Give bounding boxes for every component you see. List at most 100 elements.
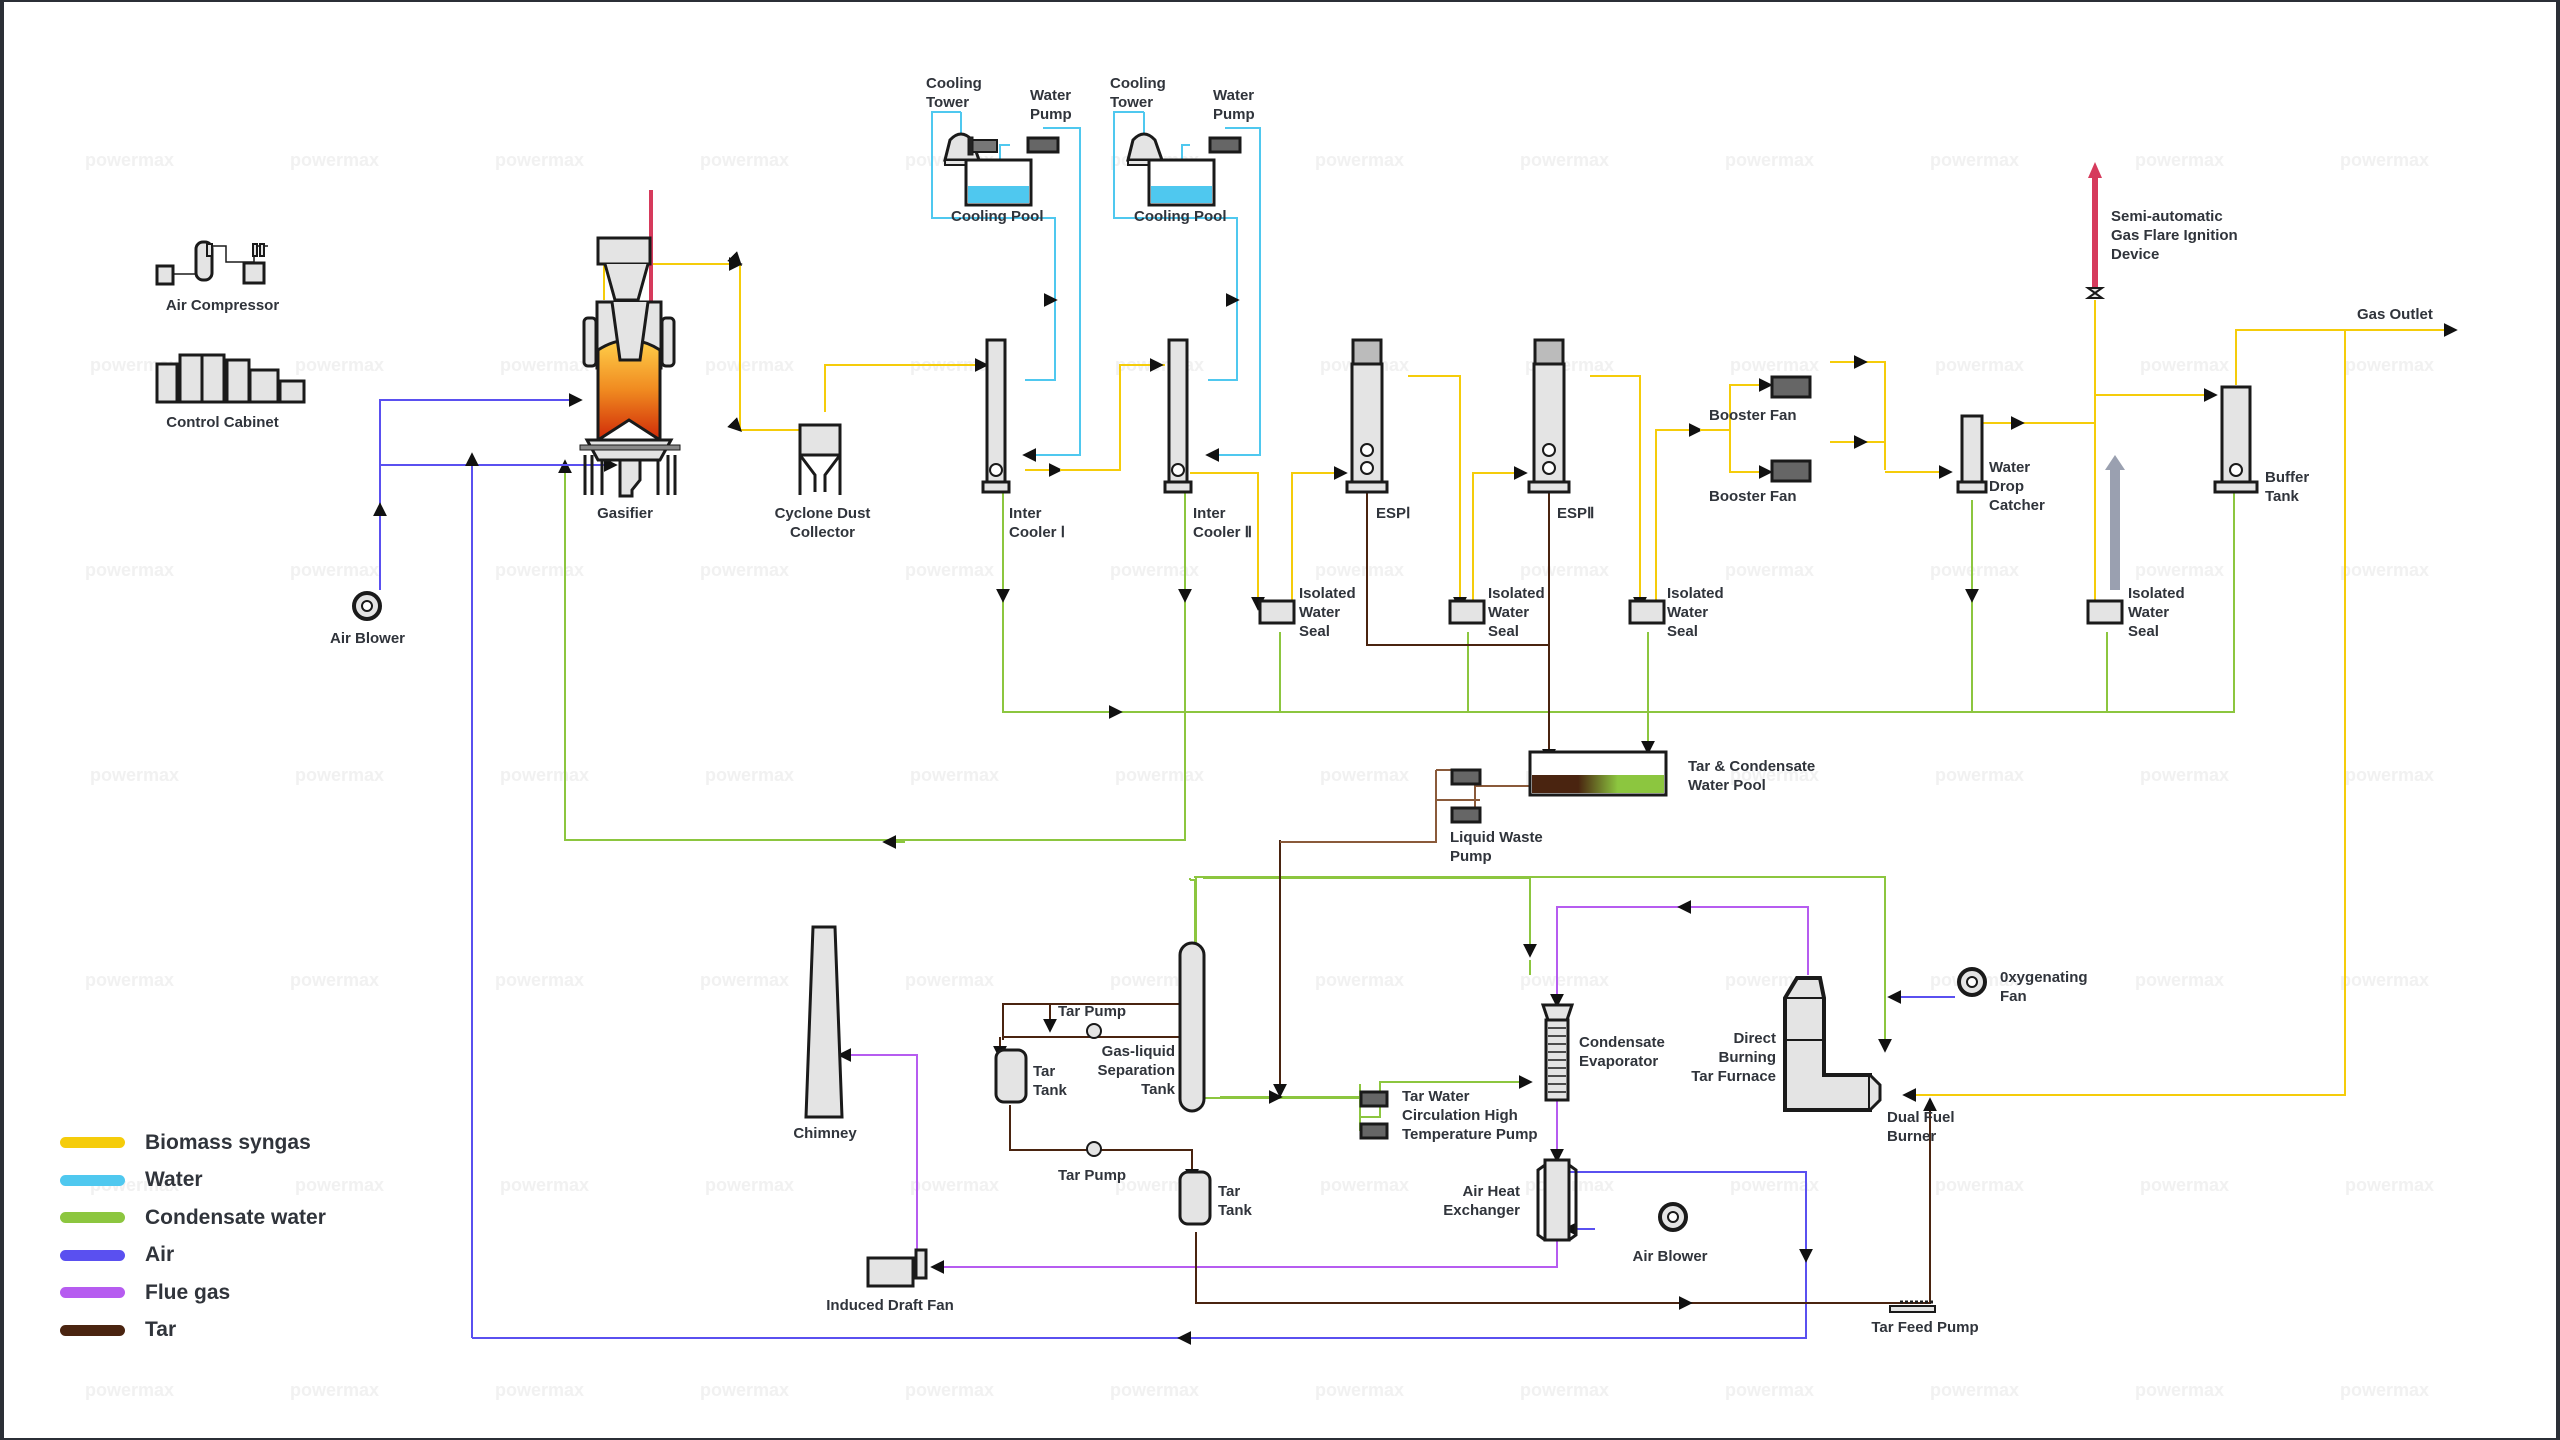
watermark: powermax — [2135, 1380, 2225, 1400]
watermark: powermax — [905, 970, 995, 990]
watermark: powermax — [1935, 1175, 2025, 1195]
legend-label: Air — [145, 1243, 175, 1267]
watermark: powermax — [295, 355, 385, 375]
tar-condensate-pool — [1528, 750, 1668, 797]
watermark: powermax — [2345, 1175, 2435, 1195]
watermark: powermax — [85, 1380, 175, 1400]
watermark: powermax — [1730, 355, 1820, 375]
legend-swatch — [60, 1174, 125, 1186]
label-water-seal-4: Isolated Water Seal — [2128, 585, 2185, 640]
legend-swatch — [60, 1287, 125, 1299]
cooling-pool-1 — [964, 158, 1033, 207]
watermark: powermax — [90, 765, 180, 785]
watermark: powermax — [1315, 150, 1405, 170]
water-pump-1-icon — [1026, 136, 1060, 154]
watermark: powermax — [1930, 560, 2020, 580]
label-air-blower-right: Air Blower — [1632, 1248, 1708, 1265]
legend-item-air: Air — [60, 1237, 326, 1275]
label-tar-water-pump: Tar Water Circulation High Temperature P… — [1402, 1088, 1538, 1143]
watermark: powermax — [1520, 970, 1610, 990]
watermark: powermax — [295, 1175, 385, 1195]
cooling-tower-2-icon — [1126, 132, 1165, 166]
label-water-pump-1: Water Pump — [1030, 87, 1072, 123]
label-flare: Semi-automatic Gas Flare Ignition Device — [2111, 208, 2238, 263]
watermark: powermax — [2135, 970, 2225, 990]
inter-cooler-1-icon — [981, 338, 1011, 494]
water-seal-3-icon — [1628, 599, 1666, 625]
tar-pump-1-icon — [1086, 1023, 1102, 1039]
watermark: powermax — [85, 150, 175, 170]
legend-label: Condensate water — [145, 1205, 326, 1229]
air-compressor-icon — [155, 240, 268, 286]
label-induced-draft-fan: Induced Draft Fan — [826, 1297, 954, 1314]
legend-label: Water — [145, 1168, 203, 1192]
air-blower-left-icon — [352, 591, 382, 621]
label-chimney: Chimney — [793, 1125, 857, 1142]
label-tar-pool: Tar & Condensate Water Pool — [1688, 758, 1816, 794]
label-condensate-evaporator: Condensate Evaporator — [1579, 1034, 1665, 1070]
booster-fan-1-icon — [1770, 375, 1812, 399]
watermark: powermax — [1520, 1380, 1610, 1400]
watermark: powermax — [2345, 355, 2435, 375]
label-gasifier: Gasifier — [597, 505, 653, 522]
watermark: powermax — [705, 1175, 795, 1195]
cyclone-dust-collector-icon — [798, 423, 842, 495]
label-dual-fuel-burner: Dual Fuel Burner — [1887, 1109, 1955, 1145]
watermark: powermax — [1725, 560, 1815, 580]
label-cooling-pool-2: Cooling Pool — [1134, 208, 1227, 225]
label-esp-1: ESPⅠ — [1376, 505, 1411, 522]
cooling-pool-2 — [1147, 158, 1216, 207]
watermark: powermax — [910, 1175, 1000, 1195]
label-inter-cooler-2: Inter Cooler Ⅱ — [1193, 505, 1253, 541]
watermark: powermax — [1730, 765, 1820, 785]
legend-swatch — [60, 1249, 125, 1261]
label-liquid-waste-pump: Liquid Waste Pump — [1450, 829, 1543, 865]
watermark: powermax — [295, 765, 385, 785]
watermark: powermax — [1115, 765, 1205, 785]
condensate-evaporator-icon — [1540, 1003, 1575, 1102]
watermark: powermax — [905, 1380, 995, 1400]
water-seal-4-icon — [2086, 599, 2124, 625]
legend: Biomass syngas Water Condensate water Ai… — [60, 1124, 326, 1349]
watermark: powermax — [1315, 970, 1405, 990]
induced-draft-fan-icon — [866, 1248, 928, 1288]
watermark: powermax — [85, 560, 175, 580]
watermark: powermax — [1520, 560, 1610, 580]
tar-water-pump-icons — [1359, 1090, 1389, 1140]
label-booster-fan-2: Booster Fan — [1709, 488, 1797, 505]
label-booster-fan-1: Booster Fan — [1709, 407, 1797, 424]
label-cyclone: Cyclone Dust Collector — [774, 505, 871, 541]
water-drop-catcher-icon — [1956, 414, 1988, 494]
watermark: powermax — [2135, 560, 2225, 580]
label-tar-pump-2: Tar Pump — [1058, 1167, 1127, 1184]
label-furnace: Direct Burning Tar Furnace — [1691, 1030, 1776, 1085]
oxygenating-fan-icon — [1957, 967, 1987, 997]
buffer-tank-icon — [2213, 385, 2259, 494]
label-inter-cooler-1: Inter Cooler Ⅰ — [1009, 505, 1066, 541]
label-buffer-tank: Buffer Tank — [2265, 469, 2310, 505]
air-heat-exchanger-icon — [1536, 1158, 1578, 1242]
liquid-waste-pump-icons — [1450, 768, 1482, 824]
watermark: powermax — [1315, 560, 1405, 580]
watermark: powermax — [1520, 150, 1610, 170]
label-water-seal-1: Isolated Water Seal — [1299, 585, 1356, 640]
legend-label: Flue gas — [145, 1280, 231, 1304]
legend-swatch — [60, 1324, 125, 1336]
watermark: powermax — [1110, 970, 1200, 990]
label-water-seal-2: Isolated Water Seal — [1488, 585, 1545, 640]
gas-liquid-separation-tank-icon — [1178, 941, 1206, 1113]
watermark: powermax — [2340, 150, 2430, 170]
label-cooling-tower-2: Cooling Tower — [1110, 75, 1166, 111]
watermark: powermax — [1315, 1380, 1405, 1400]
watermark: powermax — [85, 970, 175, 990]
watermark: powermax — [700, 560, 790, 580]
gasifier-icon — [579, 236, 681, 498]
air-pipes — [373, 393, 1955, 1345]
watermark: powermax — [2135, 150, 2225, 170]
watermark: powermax — [2340, 1380, 2430, 1400]
watermark: powermax — [2140, 355, 2230, 375]
label-water-pump-2: Water Pump — [1213, 87, 1255, 123]
water-pump-2-icon — [1208, 136, 1242, 154]
watermark: powermax — [290, 970, 380, 990]
watermark: powermax — [1930, 150, 2020, 170]
